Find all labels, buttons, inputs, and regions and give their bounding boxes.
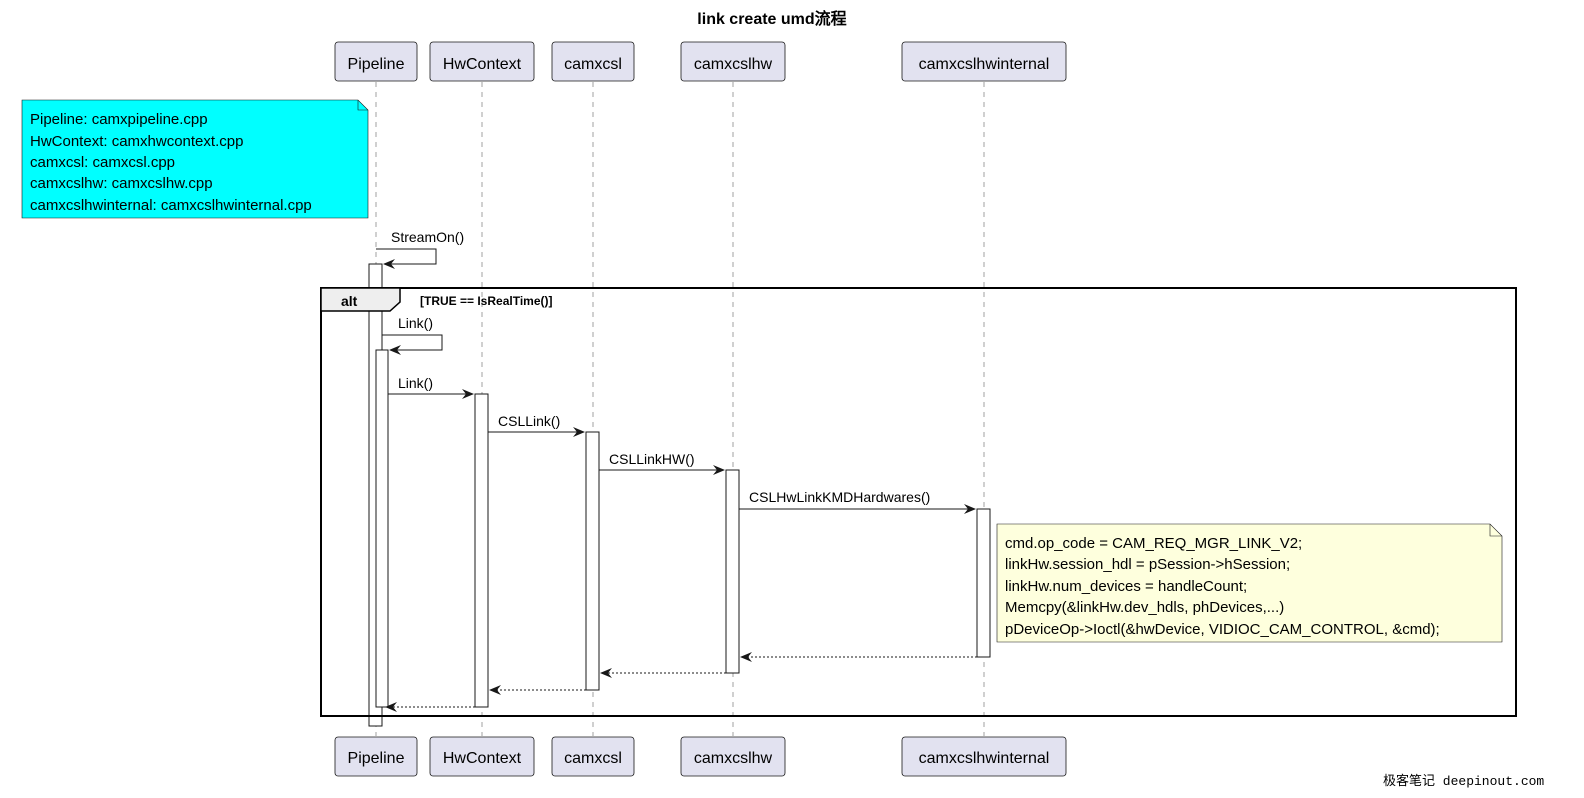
participant-label: camxcslhwinternal [919,56,1050,73]
participant-hwcontext-bottom[interactable]: HwContext [429,736,535,777]
alt-keyword: alt [341,293,358,309]
message-label: CSLLink() [498,413,560,429]
activation-camxcslhwinternal [976,508,991,658]
activation-pipeline-inner [375,349,389,708]
participant-label: camxcsl [564,750,622,767]
participants-top: Pipeline HwContext camxcsl camxcslhw cam… [334,41,1067,82]
activation-camxcslhw [725,469,740,674]
alt-guard: [TRUE == IsRealTime()] [420,294,552,308]
participant-label: HwContext [443,56,522,73]
code-note: cmd.op_code = CAM_REQ_MGR_LINK_V2; linkH… [996,523,1503,643]
file-note: Pipeline: camxpipeline.cpp HwContext: ca… [21,99,369,219]
watermark: 极客笔记 deepinout.com [1383,773,1544,789]
participant-camxcslhw-top[interactable]: camxcslhw [680,41,786,82]
participant-label: camxcslhw [694,750,773,767]
participant-camxcsl-bottom[interactable]: camxcsl [551,736,635,777]
message-label: Link() [398,375,433,391]
participant-camxcslhwinternal-top[interactable]: camxcslhwinternal [901,41,1067,82]
message-label: CSLLinkHW() [609,451,695,467]
lifelines [375,82,985,736]
message-link-self: Link() [382,315,443,355]
activations [368,263,991,727]
message-csllinkhw: CSLLinkHW() [599,451,725,475]
message-label: StreamOn() [391,229,464,245]
participant-camxcslhwinternal-bottom[interactable]: camxcslhwinternal [901,736,1067,777]
participant-pipeline-top[interactable]: Pipeline [334,41,418,82]
participants-bottom: Pipeline HwContext camxcsl camxcslhw cam… [334,736,1067,777]
code-note-line: linkHw.session_hdl = pSession->hSession; [1005,556,1290,573]
diagram-title: link create umd流程 [697,9,846,28]
file-note-line: camxcslhw: camxcslhw.cpp [30,175,213,192]
participant-label: Pipeline [348,750,405,767]
participant-camxcslhw-bottom[interactable]: camxcslhw [680,736,786,777]
code-note-line: cmd.op_code = CAM_REQ_MGR_LINK_V2; [1005,535,1302,552]
message-cslhwlinkkmdhardwares: CSLHwLinkKMDHardwares() [739,489,976,514]
message-streamon: StreamOn() [376,229,464,269]
participant-camxcsl-top[interactable]: camxcsl [551,41,635,82]
message-label: CSLHwLinkKMDHardwares() [749,489,930,505]
file-note-line: HwContext: camxhwcontext.cpp [30,133,243,150]
message-label: Link() [398,315,433,331]
participant-hwcontext-top[interactable]: HwContext [429,41,535,82]
code-note-line: pDeviceOp->Ioctl(&hwDevice, VIDIOC_CAM_C… [1005,621,1440,638]
participant-pipeline-bottom[interactable]: Pipeline [334,736,418,777]
alt-frame: alt [TRUE == IsRealTime()] [320,287,1517,717]
file-note-line: camxcslhwinternal: camxcslhwinternal.cpp [30,197,312,214]
message-csllink: CSLLink() [488,413,585,437]
participant-label: Pipeline [348,56,405,73]
participant-label: camxcslhw [694,56,773,73]
messages: StreamOn() Link() Link() CSLLink() CSLLi… [376,229,977,712]
file-note-line: camxcsl: camxcsl.cpp [30,154,175,171]
message-link-hwcontext: Link() [388,375,474,399]
participant-label: camxcsl [564,56,622,73]
code-note-line: Memcpy(&linkHw.dev_hdls, phDevices,...) [1005,599,1284,616]
participant-label: HwContext [443,750,522,767]
code-note-line: linkHw.num_devices = handleCount; [1005,578,1247,595]
activation-camxcsl [585,431,600,691]
file-note-line: Pipeline: camxpipeline.cpp [30,111,208,128]
activation-hwcontext [474,393,489,708]
participant-label: camxcslhwinternal [919,750,1050,767]
